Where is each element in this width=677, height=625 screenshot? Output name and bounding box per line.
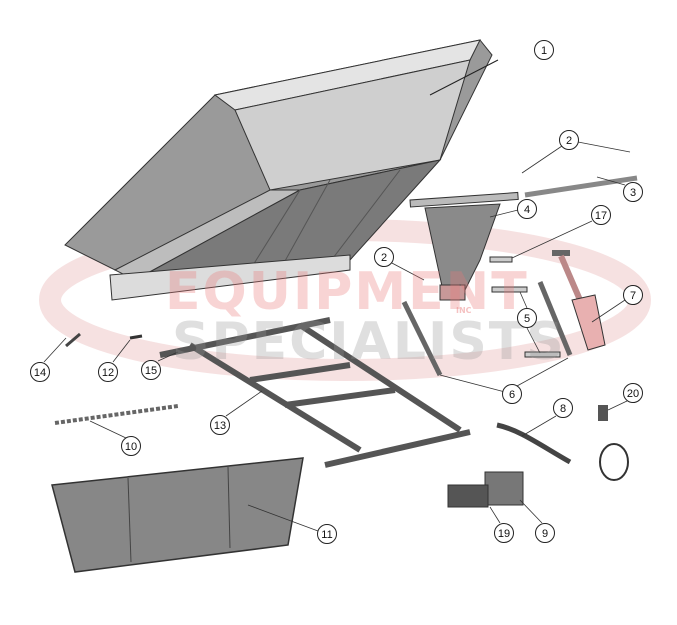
tailgate-rib	[127, 477, 132, 563]
callout-part-20: 20	[623, 383, 643, 403]
part-20-controller	[598, 405, 608, 421]
part-4-pivot-arm	[409, 191, 519, 301]
part-7-hydraulic-cylinder	[552, 250, 606, 351]
part-5-pin-top	[491, 286, 528, 293]
callout-part-12: 12	[98, 362, 118, 382]
callout-part-6: 6	[502, 384, 522, 404]
callout-part-2: 2	[559, 130, 579, 150]
part-12-latch	[129, 334, 143, 340]
part-6-strut-left	[401, 300, 443, 377]
callout-part-17: 17	[591, 205, 611, 225]
part-9-19-pump-unit	[447, 471, 524, 508]
callout-part-10: 10	[121, 436, 141, 456]
part-17-pin	[489, 256, 513, 263]
callout-part-8: 8	[553, 398, 573, 418]
part-10-chain	[54, 404, 179, 425]
callout-part-13: 13	[210, 415, 230, 435]
part-11-tailgate	[51, 457, 304, 573]
callout-part-1: 1	[534, 40, 554, 60]
callout-part-19: 19	[494, 523, 514, 543]
callout-part-14: 14	[30, 362, 50, 382]
part-8-hose	[496, 422, 572, 465]
part-14-handle	[65, 332, 81, 348]
part-6-strut-right	[537, 281, 573, 356]
callout-part-3: 3	[623, 182, 643, 202]
callout-part-2: 2	[374, 247, 394, 267]
leader-lines	[43, 141, 631, 532]
part-20-cord	[599, 443, 629, 481]
callout-part-5: 5	[517, 308, 537, 328]
callout-part-15: 15	[141, 360, 161, 380]
callout-part-11: 11	[317, 524, 337, 544]
tailgate-rib	[227, 466, 231, 549]
part-13-subframe	[159, 317, 471, 468]
callout-part-4: 4	[517, 199, 537, 219]
part-5-pin-bottom	[524, 351, 561, 358]
callout-part-9: 9	[535, 523, 555, 543]
part-1-dump-body	[64, 39, 499, 301]
part-3-rod	[524, 175, 638, 198]
callout-part-7: 7	[623, 285, 643, 305]
